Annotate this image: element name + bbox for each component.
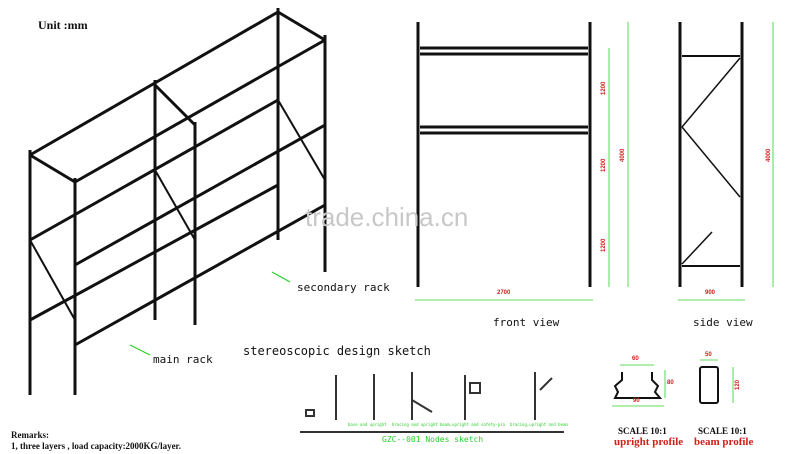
beam-dim-width: 50: [705, 352, 712, 358]
front-view-label: front view: [493, 316, 560, 329]
front-view-frame: [416, 22, 592, 287]
watermark: trade.china.cn: [305, 202, 469, 232]
node-label: beam,upright and safety-pin: [440, 422, 506, 427]
front-dim-width: 2700: [497, 290, 511, 296]
unit-label: Unit :mm: [38, 18, 88, 32]
node-label: base and upright: [348, 422, 387, 427]
front-dim-h1: 1200: [601, 81, 607, 95]
node-sketches: [305, 372, 553, 420]
beam-profile-label: beam profile: [694, 436, 754, 448]
side-dim-total: 4000: [766, 148, 772, 162]
node-label: bracing,upright and beam: [510, 422, 568, 427]
side-view-frame: [678, 22, 744, 287]
nodes-sketch-title: GZC--001 Nodes sketch: [382, 435, 484, 444]
front-dim-total: 4000: [620, 148, 626, 162]
stereo-sketch-label: stereoscopic design sketch: [243, 344, 431, 358]
front-dim-h2: 1200: [601, 158, 607, 172]
upright-dim-height: 80: [667, 380, 674, 386]
beam-scale: SCALE 10:1: [698, 426, 747, 436]
side-view-dims: [678, 22, 774, 301]
main-rack-label: main rack: [153, 353, 213, 366]
node-label: bracing and upright: [392, 422, 438, 427]
beam-dim-height: 120: [735, 379, 741, 390]
front-dim-h3: 1200: [601, 238, 607, 252]
isometric-rack: [28, 8, 327, 395]
secondary-rack-label: secondary rack: [297, 281, 390, 294]
upright-scale: SCALE 10:1: [618, 426, 667, 436]
profile-drawings: [613, 366, 719, 404]
side-view-label: side view: [693, 316, 753, 329]
side-dim-depth: 900: [705, 290, 716, 296]
remarks-title: Remarks:: [11, 430, 49, 440]
upright-profile-label: upright profile: [614, 436, 684, 448]
remarks-line: 1, three layers , load capacity:2000KG/l…: [11, 441, 181, 451]
leader-arrows: [129, 271, 564, 433]
front-view-dims: [415, 22, 629, 301]
upright-dim-base: 90: [633, 398, 640, 404]
upright-dim-width: 60: [632, 356, 639, 362]
